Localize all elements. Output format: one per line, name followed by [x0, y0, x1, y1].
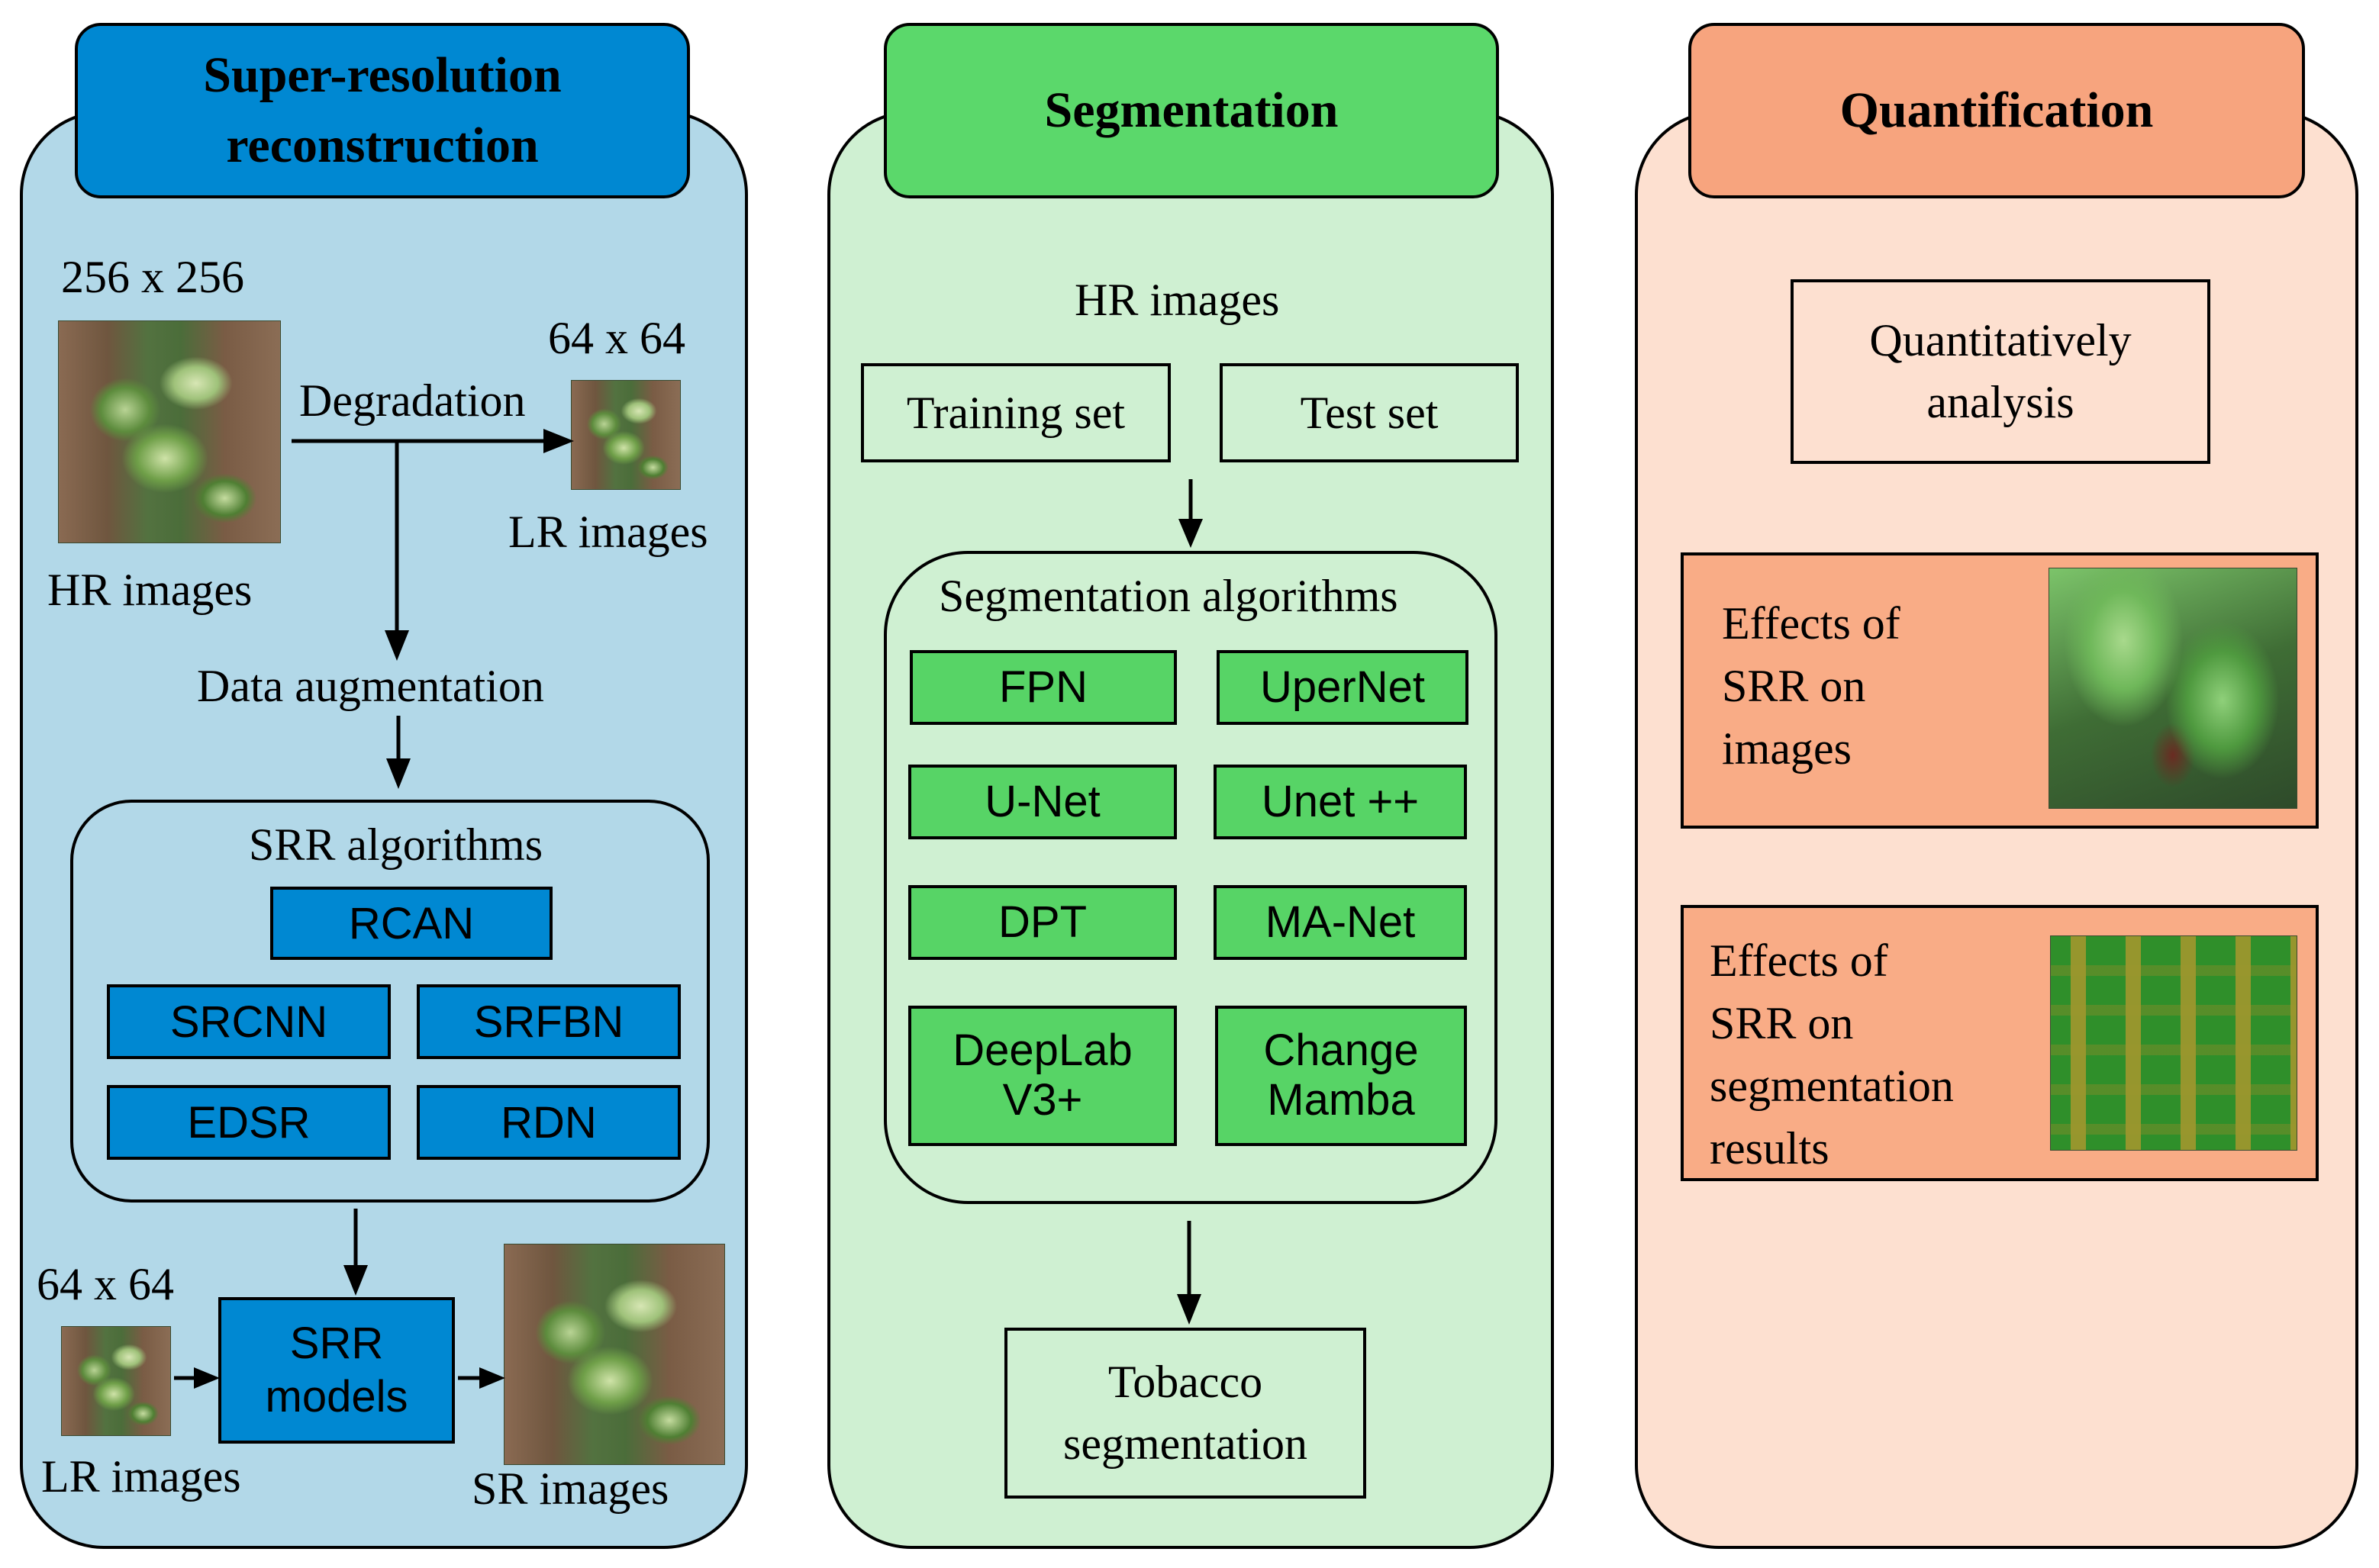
- arrowhead-degradation: [543, 429, 574, 453]
- tobacco-line1: Tobacco: [1107, 1357, 1263, 1407]
- srr-models-line1: SRR: [289, 1318, 384, 1369]
- training-set-box: Training set: [861, 363, 1171, 462]
- algo-unet-plus-plus: Unet ++: [1214, 765, 1467, 839]
- arrowhead-models-to-sr: [479, 1367, 505, 1389]
- data-augmentation-label: Data augmentation: [197, 661, 544, 711]
- hr-images-label: HR images: [47, 565, 253, 615]
- lr-input-image: [61, 1326, 171, 1436]
- algo-manet: MA-Net: [1214, 885, 1467, 960]
- deeplab-line1: DeepLab: [953, 1025, 1133, 1076]
- quantitative-analysis-box: Quantitatively analysis: [1791, 279, 2210, 464]
- arrowhead-srr-models: [343, 1265, 368, 1296]
- quant-title: Quantification: [1839, 82, 2154, 138]
- leaf-closeup-image: [2049, 568, 2297, 809]
- algo-unet: U-Net: [908, 765, 1177, 839]
- arrowhead-srr-algorithms: [386, 758, 411, 789]
- algo-rcan: RCAN: [270, 887, 553, 960]
- effects-seg-text: Effects of SRR on segmentation results: [1710, 929, 1954, 1180]
- effects-seg-line1: Effects of: [1710, 935, 1888, 986]
- algo-srfbn: SRFBN: [417, 984, 681, 1059]
- hr-image: [58, 320, 281, 543]
- lr-size-label: 64 x 64: [548, 313, 685, 363]
- degradation-label: Degradation: [299, 375, 526, 426]
- arrowhead-lr-to-models: [194, 1367, 220, 1389]
- arrowhead-seg-algorithms: [1178, 519, 1203, 548]
- analysis-line1: Quantitatively: [1869, 315, 2132, 365]
- seg-title: Segmentation: [1044, 82, 1339, 138]
- srr-models-line2: models: [265, 1372, 408, 1422]
- hr-size-label: 256 x 256: [61, 252, 244, 302]
- srr-header: Super-resolution reconstruction: [75, 23, 690, 198]
- srr-title-line2: reconstruction: [226, 118, 539, 173]
- effects-images-line2: SRR on: [1722, 661, 1866, 711]
- analysis-line2: analysis: [1926, 377, 2074, 427]
- arrowhead-tobacco: [1177, 1294, 1201, 1325]
- quant-header: Quantification: [1688, 23, 2305, 198]
- effects-seg-line2: SRR on: [1710, 998, 1854, 1048]
- srr-title-line1: Super-resolution: [203, 47, 562, 103]
- arrowhead-augmentation: [385, 630, 409, 661]
- input-lr-images-label: LR images: [41, 1451, 241, 1502]
- algo-upernet: UperNet: [1217, 650, 1468, 725]
- seg-algorithms-container: [884, 551, 1497, 1204]
- srr-models-box: SRR models: [218, 1297, 455, 1444]
- algo-deeplab-v3plus: DeepLab V3+: [908, 1006, 1177, 1146]
- tobacco-segmentation-box: Tobacco segmentation: [1004, 1328, 1366, 1499]
- effects-seg-line3: segmentation: [1710, 1061, 1954, 1111]
- seg-header: Segmentation: [884, 23, 1499, 198]
- test-set-box: Test set: [1220, 363, 1519, 462]
- effects-images-line3: images: [1722, 723, 1852, 774]
- srr-algorithms-title: SRR algorithms: [249, 819, 543, 870]
- effects-seg-line4: results: [1710, 1123, 1829, 1174]
- algo-srcnn: SRCNN: [107, 984, 391, 1059]
- effects-images-text: Effects of SRR on images: [1722, 592, 1900, 780]
- segmentation-result-image: [2050, 935, 2297, 1151]
- sr-images-label: SR images: [472, 1463, 669, 1514]
- algo-edsr: EDSR: [107, 1085, 391, 1160]
- mamba-line2: Mamba: [1267, 1075, 1415, 1125]
- input-size-label: 64 x 64: [37, 1259, 174, 1309]
- srr-algorithms-container: [70, 800, 710, 1203]
- mamba-line1: Change: [1263, 1025, 1419, 1076]
- effects-images-line1: Effects of: [1722, 598, 1900, 649]
- lr-images-label: LR images: [508, 507, 708, 557]
- algo-rdn: RDN: [417, 1085, 681, 1160]
- algo-change-mamba: Change Mamba: [1215, 1006, 1467, 1146]
- lr-image: [571, 380, 681, 490]
- tobacco-line2: segmentation: [1063, 1418, 1307, 1469]
- algo-dpt: DPT: [908, 885, 1177, 960]
- algo-fpn: FPN: [910, 650, 1177, 725]
- seg-algorithms-title: Segmentation algorithms: [939, 571, 1398, 621]
- seg-hr-images-label: HR images: [1075, 275, 1280, 325]
- deeplab-line2: V3+: [1002, 1075, 1083, 1125]
- sr-image: [504, 1244, 725, 1465]
